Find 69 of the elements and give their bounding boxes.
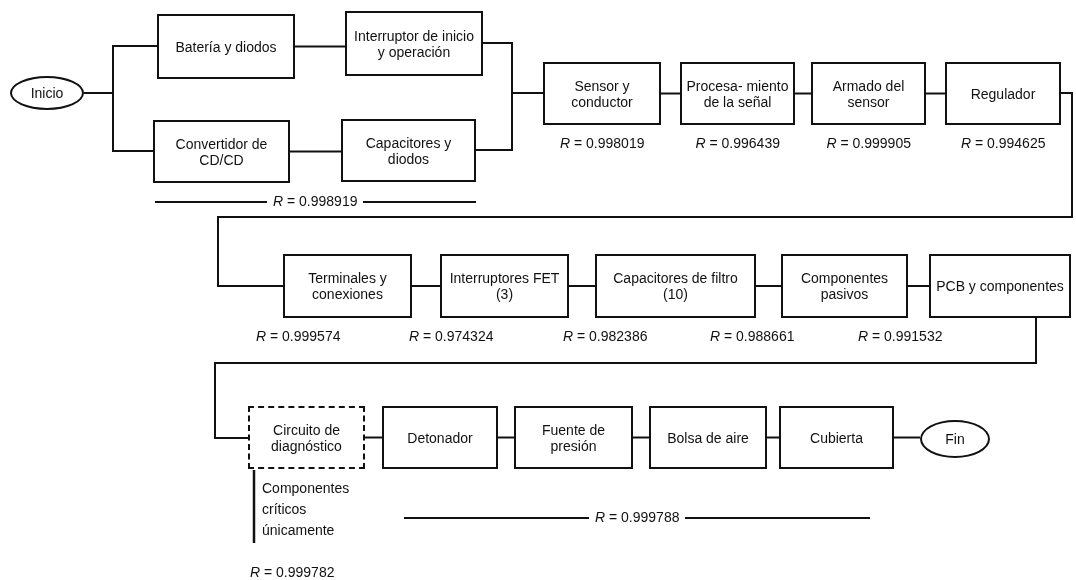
connector-line <box>497 436 515 439</box>
block-label: Inicio <box>29 85 65 101</box>
block-label: Bolsa de aire <box>666 429 750 446</box>
block-label: Convertidor de CD/CD <box>174 135 269 168</box>
connector-line <box>794 92 812 95</box>
connector-line <box>893 436 921 439</box>
connector-line <box>907 285 930 287</box>
connector-line <box>217 92 1073 287</box>
block-label: Regulador <box>969 85 1037 102</box>
block-label: Circuito de diagnóstico <box>270 421 343 454</box>
connector-line <box>568 285 596 287</box>
block-label: Componentes pasivos <box>799 270 890 302</box>
block-label: Interruptores FET (3) <box>448 270 561 302</box>
reliability-value: R = 0.998019 <box>560 135 645 151</box>
block-box <box>382 406 498 469</box>
connector-line <box>475 92 544 151</box>
block-label: PCB y componentes <box>935 278 1065 294</box>
block-label: Batería y diodos <box>174 38 278 55</box>
connector-line <box>214 317 1037 439</box>
block-box <box>781 254 908 318</box>
block-box <box>945 62 1061 125</box>
block-box <box>811 62 926 125</box>
block-box <box>157 14 295 79</box>
connector-line <box>364 436 383 439</box>
block-label: Cubierta <box>809 429 864 446</box>
block-box <box>779 406 894 469</box>
reliability-value: R = 0.996439 <box>695 135 780 151</box>
block-box <box>595 254 756 318</box>
block-label: Capacitores y diodos <box>364 134 453 167</box>
reliability-value: R = 0.999788 <box>595 509 680 525</box>
reliability-value: R = 0.999905 <box>826 135 911 151</box>
connector-line <box>632 436 650 439</box>
reliability-value: R = 0.994625 <box>961 135 1046 151</box>
block-label: Sensor y conductor <box>570 77 634 110</box>
connector-line <box>925 92 946 95</box>
reliability-value: R = 0.999574 <box>256 328 341 344</box>
block-box <box>345 11 483 76</box>
connector-line <box>289 150 342 153</box>
connector-line <box>294 45 346 48</box>
connector-line <box>766 436 780 439</box>
reliability-value: R = 0.974324 <box>409 328 494 344</box>
note-text: Componentes críticos únicamente <box>262 479 351 540</box>
reliability-value: R = 0.988661 <box>710 328 795 344</box>
reliability-value: R = 0.991532 <box>858 328 943 344</box>
block-box <box>341 119 476 182</box>
block-box <box>649 406 767 469</box>
block-box <box>514 406 633 469</box>
block-label: Terminales y conexiones <box>307 270 388 302</box>
block-box <box>929 254 1071 318</box>
block-label: Capacitores de filtro (10) <box>612 270 739 302</box>
block-box <box>283 254 412 318</box>
block-label: Armado del sensor <box>831 77 906 110</box>
block-label: Fin <box>944 431 966 447</box>
reliability-value: R = 0.999782 <box>250 564 335 580</box>
block-label: Fuente de presión <box>540 421 607 454</box>
block-label: Procesa- miento de la señal <box>685 77 790 110</box>
block-label: Detonador <box>406 429 474 446</box>
connector-line <box>83 92 154 152</box>
reliability-value: R = 0.982386 <box>563 328 648 344</box>
block-box <box>440 254 569 318</box>
connector-line <box>660 92 681 95</box>
block-box <box>543 62 661 125</box>
dashed-block <box>248 406 365 469</box>
connector-line <box>755 285 782 287</box>
block-box <box>153 120 290 183</box>
block-label: Interruptor de inicio y operación <box>353 27 475 60</box>
connector-line <box>411 285 441 287</box>
block-box <box>680 62 795 125</box>
reliability-value: R = 0.998919 <box>273 193 358 209</box>
